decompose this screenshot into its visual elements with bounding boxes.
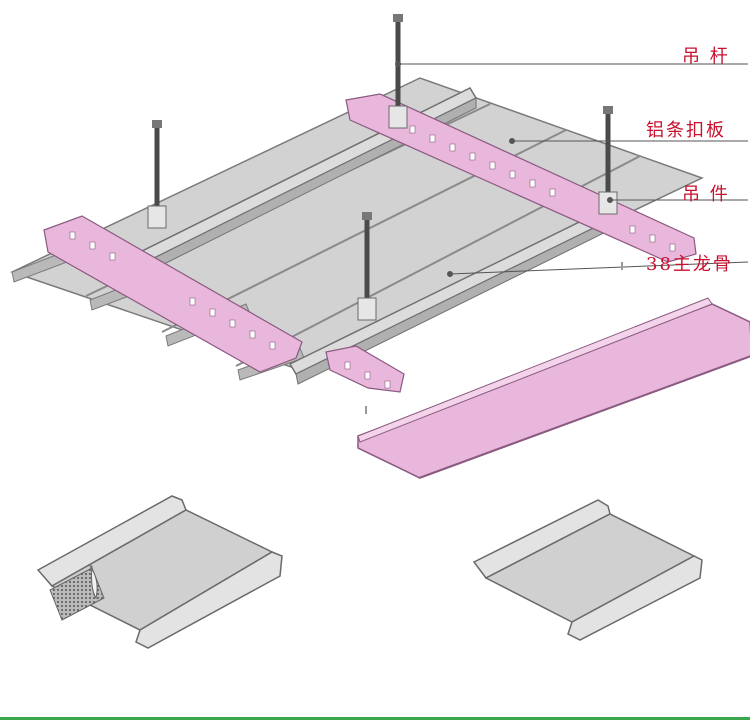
hanger-rod-top	[388, 14, 408, 129]
hanger-rod-front	[357, 212, 377, 321]
carrier-bar-left	[43, 215, 303, 373]
strip-panel-top	[357, 303, 750, 479]
label-strip-panel: 铝条扣板	[646, 120, 726, 141]
hanger-rod-right	[598, 106, 618, 215]
carrier-bar-bottom	[325, 345, 405, 393]
carrier-teeth	[69, 125, 676, 389]
hanger-rod-left	[147, 120, 167, 229]
carrier-bars	[43, 93, 697, 393]
perforated-mesh-icon	[49, 567, 105, 621]
label-hanger-clip: 吊 件	[682, 184, 730, 205]
bottom-accent-line	[0, 717, 750, 720]
exploded-strip-panel	[357, 262, 750, 479]
perforated-channel-profile	[36, 495, 283, 649]
label-hanger-rod: 吊 杆	[682, 46, 730, 67]
leader-lines	[395, 61, 749, 277]
label-main-keel: 38主龙骨	[646, 254, 733, 275]
strip-panel-lip	[357, 297, 713, 443]
plain-channel-profile	[472, 499, 703, 641]
